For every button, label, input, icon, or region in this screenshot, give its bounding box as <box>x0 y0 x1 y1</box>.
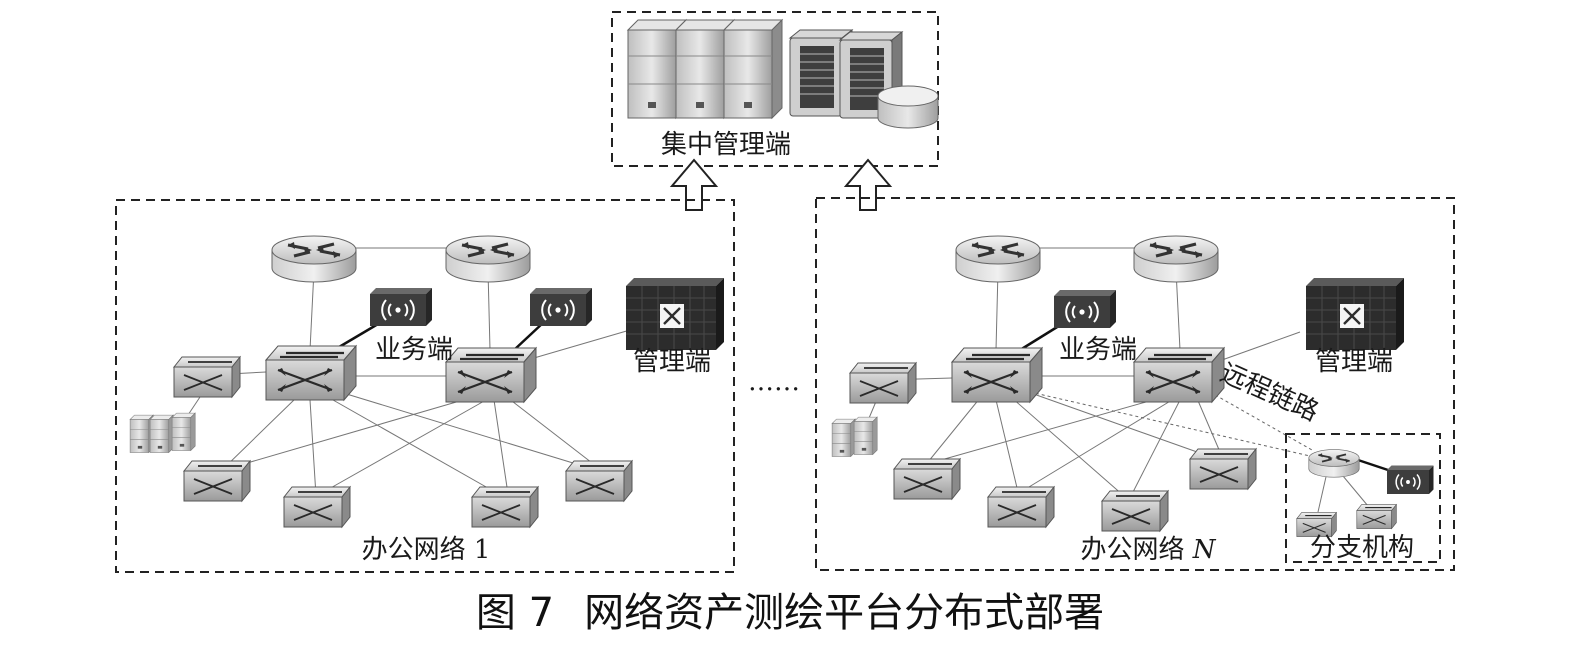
switch-icon <box>471 486 539 528</box>
network-1-links <box>177 247 631 497</box>
switch-icon <box>987 486 1055 528</box>
server-icon <box>853 416 878 455</box>
wireless-ap-icon <box>529 287 593 327</box>
router-icon <box>1307 448 1361 479</box>
switch-icon <box>264 344 358 402</box>
server-icon <box>129 414 154 453</box>
office-network-1-box <box>115 199 735 573</box>
switch-icon <box>1356 504 1397 530</box>
switch-icon <box>1101 490 1169 532</box>
switch-icon <box>283 486 351 528</box>
router-icon <box>1132 234 1220 284</box>
server-icon <box>723 19 783 119</box>
network-1-manager-label: 管理端 <box>633 347 711 377</box>
network-1-title: 办公网络 1 <box>362 535 491 565</box>
switch-icon <box>565 460 633 502</box>
branch-office-box <box>1285 433 1441 563</box>
switch-icon <box>893 458 961 500</box>
remote-link <box>1029 391 1313 457</box>
network-n-manager-label: 管理端 <box>1315 347 1393 377</box>
router-icon <box>444 234 532 284</box>
switch-icon <box>1189 448 1257 490</box>
ellipsis: …… <box>748 367 800 397</box>
remote-link-label: 远程链路 <box>1216 358 1323 428</box>
branch-office-label: 分支机构 <box>1310 533 1414 563</box>
storage-icon <box>877 85 939 129</box>
server-icon <box>171 412 196 451</box>
switch-icon <box>849 362 917 404</box>
network-n-title: 办公网络 N <box>1080 535 1216 565</box>
wireless-ap-icon <box>369 287 433 327</box>
switch-icon <box>183 460 251 502</box>
network-n-business-label: 业务端 <box>1059 335 1137 365</box>
network-1-business-label: 业务端 <box>375 335 453 365</box>
server-icon <box>831 418 856 457</box>
switch-icon <box>950 346 1044 404</box>
wireless-ap-icon <box>1386 464 1435 495</box>
upload-arrow-left <box>669 158 719 211</box>
firewall-icon <box>624 276 726 352</box>
office-network-n-box <box>815 197 1455 571</box>
router-icon <box>954 234 1042 284</box>
server-icon <box>149 414 174 453</box>
switch-icon <box>444 346 538 404</box>
upload-arrow-right <box>843 158 893 211</box>
wireless-ap-icon <box>1053 289 1117 329</box>
central-management-label: 集中管理端 <box>661 130 791 160</box>
router-icon <box>270 234 358 284</box>
firewall-icon <box>1304 276 1406 352</box>
switch-icon <box>173 356 241 398</box>
switch-icon <box>1132 346 1226 404</box>
